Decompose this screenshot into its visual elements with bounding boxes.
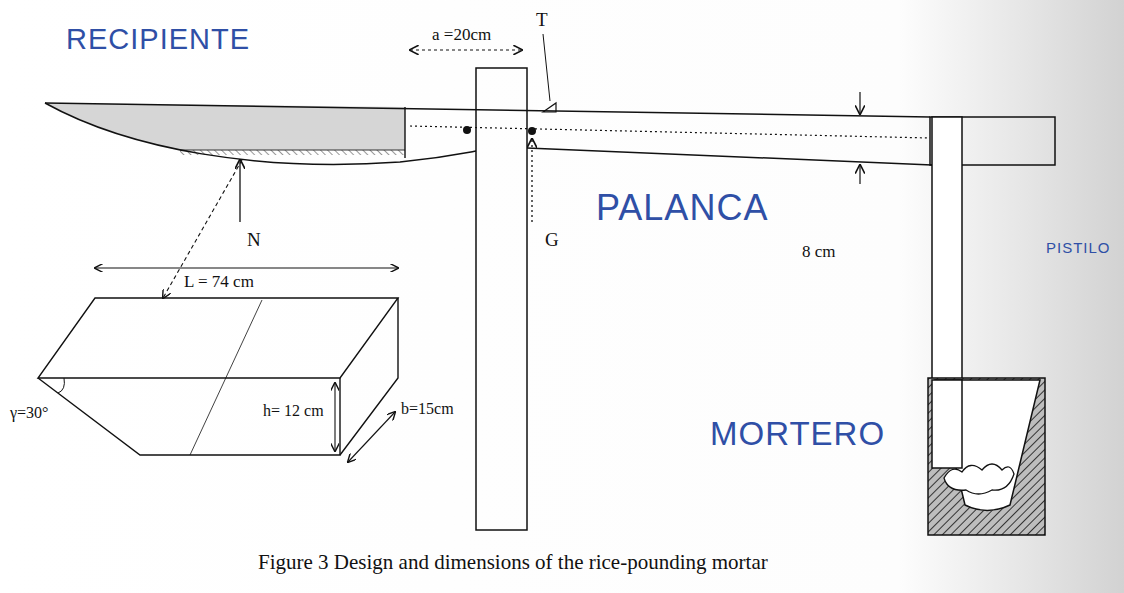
rice: [944, 464, 1014, 494]
lever-bottom-edge: [45, 103, 476, 164]
pestle: [932, 380, 962, 468]
dimension-label: a =20cm: [432, 26, 491, 45]
figure-caption: Figure 3 Design and dimensions of the ri…: [258, 551, 768, 574]
dimension-label: b=15cm: [401, 400, 454, 418]
lever-top-edge: [45, 103, 930, 117]
angle-arc: [58, 378, 64, 393]
point-label: T: [536, 10, 548, 31]
container-bottom: [180, 150, 405, 151]
part-name: PISTILO: [1046, 240, 1111, 257]
prism-section-line: [190, 300, 262, 455]
dimension-arrow: [95, 267, 398, 268]
pivot-point: [463, 126, 471, 134]
container-end: [404, 107, 405, 158]
prism-side: [340, 298, 398, 455]
dimension-arrow: [348, 412, 395, 462]
part-name: RECIPIENTE: [66, 24, 250, 56]
force-label: N: [247, 230, 261, 251]
force-label: G: [545, 230, 559, 251]
lever-axis: [410, 126, 930, 138]
pestle: [932, 117, 962, 469]
gravity-point: [528, 127, 536, 135]
container-hatch: [180, 150, 405, 155]
dimension-arrow: [859, 92, 860, 114]
part-name: PALANCA: [596, 188, 768, 228]
angle-label: γ=30°: [10, 404, 49, 422]
dimension-label: h= 12 cm: [263, 402, 324, 420]
prism-top: [38, 298, 398, 378]
force-arrow: [531, 139, 532, 222]
pivot-mark: [543, 103, 556, 112]
lever-bottom-edge: [527, 148, 932, 165]
container-fill: [45, 103, 405, 150]
mortar-body: [928, 378, 1045, 535]
force-arrow: [239, 160, 240, 222]
dimension-arrow: [334, 383, 335, 451]
dimension-arrow: [410, 49, 522, 50]
dimension-label: L = 74 cm: [182, 273, 256, 292]
part-name: MORTERO: [710, 416, 885, 452]
leader-line: [543, 34, 550, 101]
dimension-label: 8 cm: [802, 243, 836, 262]
dimension-arrow: [859, 165, 860, 184]
support-post: [476, 68, 527, 530]
prism-front: [38, 378, 340, 455]
